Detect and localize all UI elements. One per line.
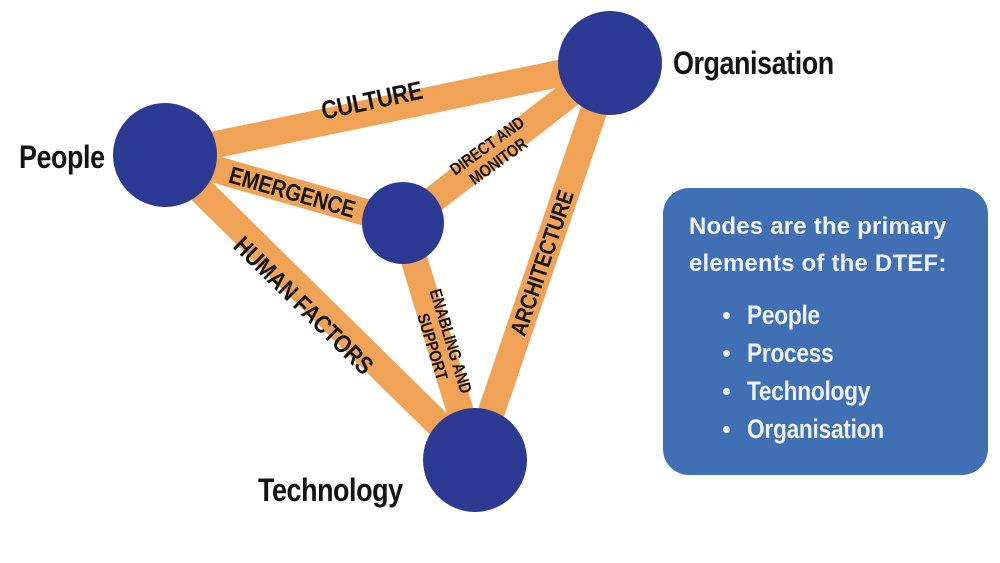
info-box-list: People Process Technology Organisation — [689, 296, 964, 448]
bullet-icon — [723, 387, 730, 395]
node-label-technology: Technology — [258, 472, 403, 508]
list-item-label: Organisation — [747, 413, 884, 444]
node-label-organisation: Organisation — [673, 45, 834, 81]
process-center-node — [362, 182, 444, 264]
list-item: Organisation — [723, 410, 964, 448]
list-item: Technology — [723, 372, 964, 410]
edge-human-factors — [155, 145, 485, 470]
technology-node — [423, 408, 527, 512]
organisation-node — [558, 11, 662, 115]
node-label-people: People — [19, 139, 105, 175]
bullet-icon — [723, 311, 730, 319]
info-box: Nodes are the primary elements of the DT… — [663, 188, 988, 475]
edge-architecture — [462, 58, 623, 465]
people-node — [113, 103, 217, 207]
list-item-label: Technology — [747, 375, 871, 406]
info-box-heading: Nodes are the primary elements of the DT… — [689, 213, 947, 277]
bullet-icon — [723, 349, 730, 357]
list-item: People — [723, 296, 964, 334]
bullet-icon — [723, 425, 730, 433]
edge-culture — [162, 49, 613, 169]
list-item: Process — [723, 334, 964, 372]
list-item-label: People — [747, 299, 820, 330]
list-item-label: Process — [747, 337, 834, 368]
